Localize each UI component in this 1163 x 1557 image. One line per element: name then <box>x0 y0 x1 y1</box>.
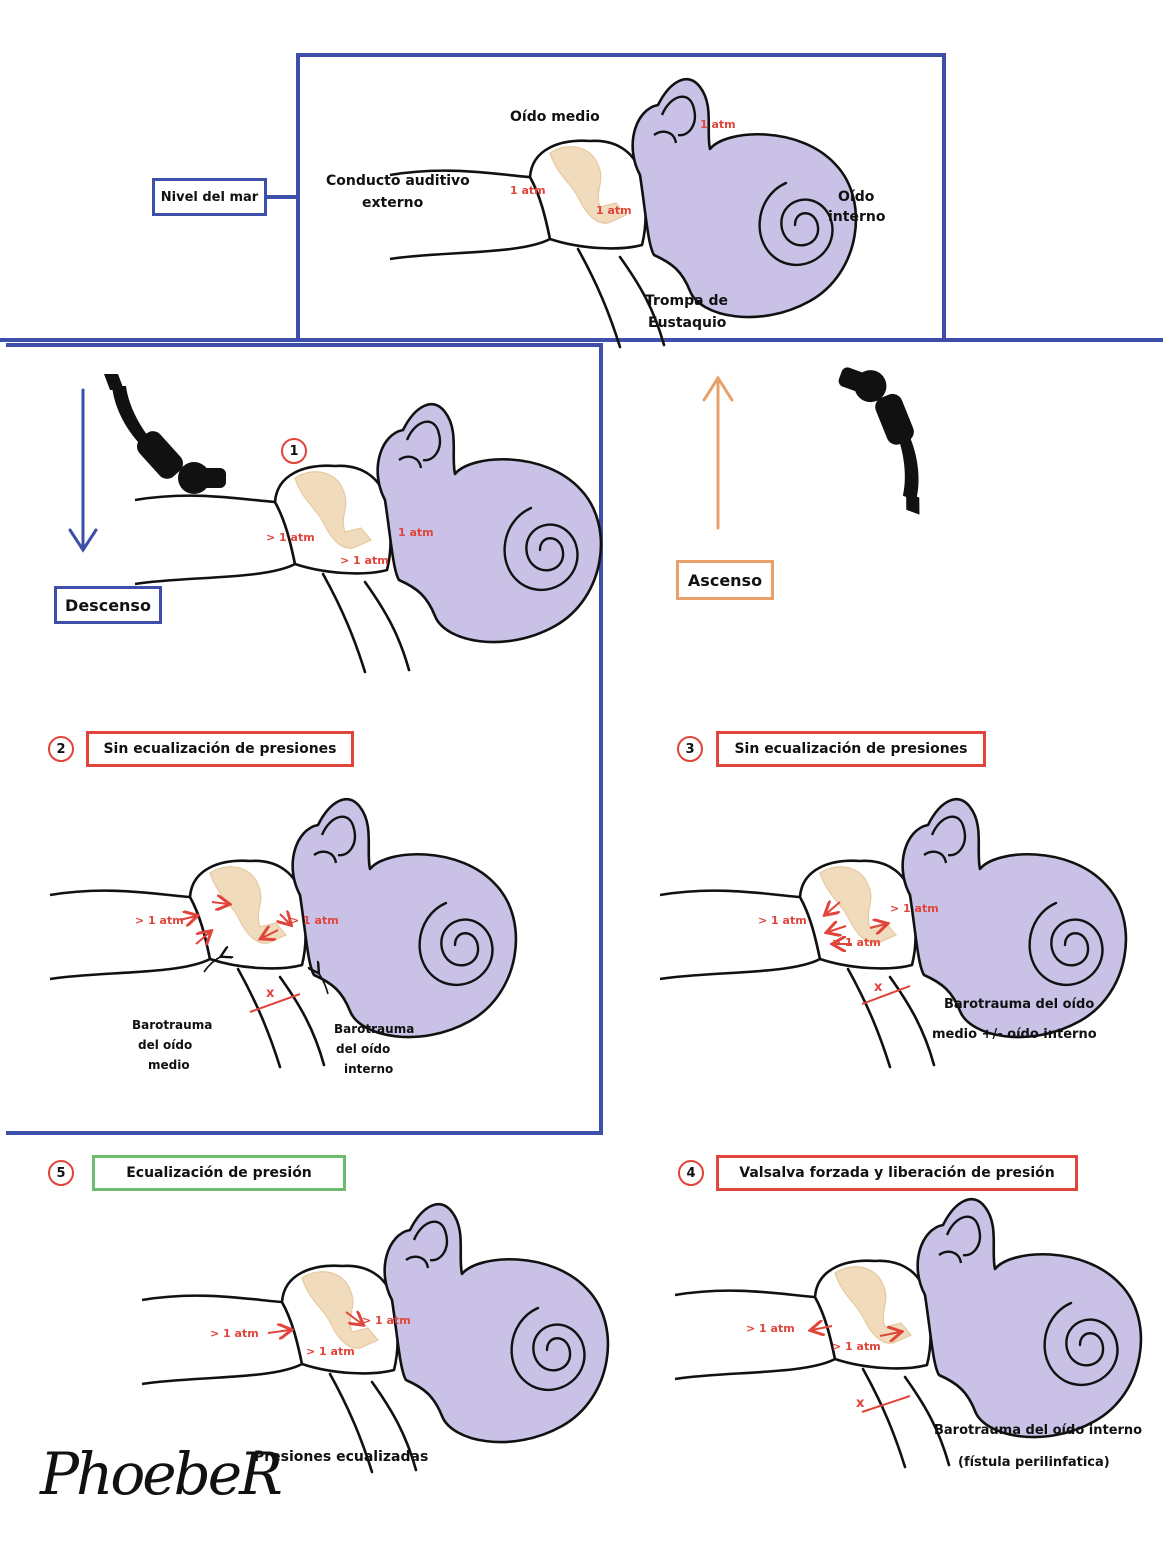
step1-atm-middle: > 1 atm <box>340 554 389 567</box>
step5-caption: Presiones ecualizadas <box>254 1446 428 1468</box>
step2-mid-label-2: del oído <box>138 1034 192 1056</box>
step2-atm-canal: > 1 atm <box>135 914 184 927</box>
sea-level-box: Nivel del mar <box>152 178 267 216</box>
step3-desc-2: medio +/- oído interno <box>932 1024 1097 1046</box>
sea-level-label: Nivel del mar <box>161 190 258 205</box>
step3-atm-inner: > 1 atm <box>890 902 939 915</box>
eustachian-label-2: Eustaquio <box>648 312 726 334</box>
step3-number: 3 <box>677 736 703 762</box>
step2-title: Sin ecualización de presiones <box>103 741 336 757</box>
ext-canal-label-1: Conducto auditivo <box>326 170 470 192</box>
step2-number: 2 <box>48 736 74 762</box>
diver-descending-icon <box>104 374 226 494</box>
step4-tube-x: x <box>856 1396 864 1411</box>
step4-number: 4 <box>678 1160 704 1186</box>
step2-mid-label-3: medio <box>148 1054 190 1076</box>
step5-atm-canal: > 1 atm <box>210 1327 259 1340</box>
step3-desc-1: Barotrauma del oído <box>944 994 1094 1016</box>
descent-label: Descenso <box>65 596 151 615</box>
ascent-label: Ascenso <box>688 571 762 590</box>
inner-ear-label-1: Oído <box>838 186 874 208</box>
step4-atm-canal: > 1 atm <box>746 1322 795 1335</box>
top-atm-inner: 1 atm <box>700 118 736 131</box>
eustachian-label-1: Trompa de <box>645 290 728 312</box>
step5-title-box: Ecualización de presión <box>92 1155 346 1191</box>
step3-atm-middle: > 1 atm <box>832 936 881 949</box>
step3-title: Sin ecualización de presiones <box>734 741 967 757</box>
ear-diagram-step2 <box>50 799 516 1067</box>
step4-atm-middle: > 1 atm <box>832 1340 881 1353</box>
ext-canal-label-2: externo <box>362 192 423 214</box>
step2-inn-label-2: del oído <box>336 1038 390 1060</box>
step5-atm-middle: > 1 atm <box>306 1345 355 1358</box>
author-signature: PhoebeR <box>40 1440 280 1508</box>
step5-atm-inner: > 1 atm <box>362 1314 411 1327</box>
top-atm-canal: 1 atm <box>510 184 546 197</box>
inner-ear-label-2: interno <box>828 206 885 228</box>
step4-desc-2: (fístula perilinfatica) <box>958 1452 1110 1474</box>
step1-atm-inner: 1 atm <box>398 526 434 539</box>
step1-atm-canal: > 1 atm <box>266 531 315 544</box>
step4-title-box: Valsalva forzada y liberación de presión <box>716 1155 1078 1191</box>
ascent-arrow <box>704 378 732 528</box>
step3-tube-x: x <box>874 980 882 995</box>
step2-mid-label-1: Barotrauma <box>132 1014 212 1036</box>
diver-ascending-icon <box>805 360 961 514</box>
step2-tube-x: x <box>266 986 274 1001</box>
middle-ear-label: Oído medio <box>510 106 600 128</box>
step2-inn-label-3: interno <box>344 1058 393 1080</box>
step4-title: Valsalva forzada y liberación de presión <box>739 1165 1054 1181</box>
step5-number: 5 <box>48 1160 74 1186</box>
descent-arrow <box>70 390 96 550</box>
step2-title-box: Sin ecualización de presiones <box>86 731 354 767</box>
step3-atm-canal: > 1 atm <box>758 914 807 927</box>
step2-inn-label-1: Barotrauma <box>334 1018 414 1040</box>
descent-box: Descenso <box>54 586 162 624</box>
ear-diagram-step1 <box>135 404 601 672</box>
step3-title-box: Sin ecualización de presiones <box>716 731 986 767</box>
top-atm-middle: 1 atm <box>596 204 632 217</box>
step1-number: 1 <box>281 438 307 464</box>
step4-desc-1: Barotrauma del oído interno <box>934 1420 1142 1442</box>
step5-title: Ecualización de presión <box>126 1165 312 1181</box>
step2-atm-inner: > 1 atm <box>290 914 339 927</box>
ascent-box: Ascenso <box>676 560 774 600</box>
